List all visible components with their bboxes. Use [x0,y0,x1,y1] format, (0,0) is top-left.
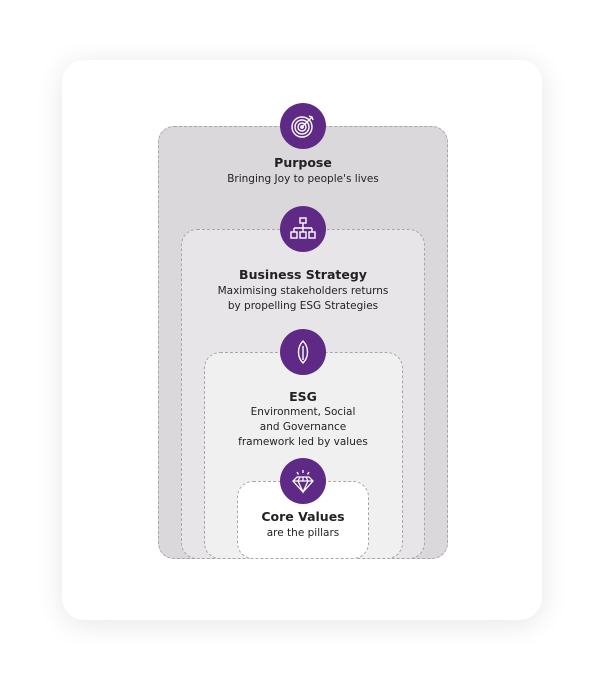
esg-text-1: Environment, Social [250,406,356,418]
business-strategy-text-1: Maximising stakeholders returns [217,285,389,297]
business-strategy-title: Business Strategy [239,267,367,282]
core-values-layer [237,481,369,559]
core-values-title: Core Values [261,509,345,524]
purpose-title: Purpose [274,155,332,170]
purpose-text: Bringing Joy to people's lives [227,173,379,185]
target-icon [280,103,326,149]
leaf-icon [280,329,326,375]
diamond-icon [280,458,326,504]
org-chart-icon [280,206,326,252]
core-values-text: are the pillars [266,527,340,539]
esg-text-2: and Governance [259,421,347,433]
esg-title: ESG [289,389,317,404]
esg-text-3: framework led by values [238,436,368,448]
business-strategy-text-2: by propelling ESG Strategies [227,300,379,312]
